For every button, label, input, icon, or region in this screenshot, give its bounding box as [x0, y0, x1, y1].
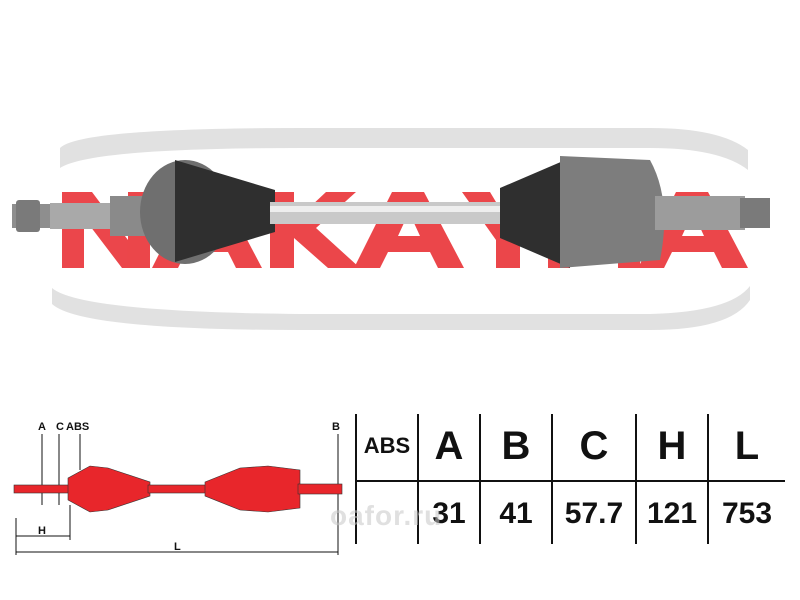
label-a: A [38, 421, 46, 433]
label-b: B [332, 421, 340, 433]
value-b: 41 [499, 497, 533, 530]
product-image [12, 128, 770, 330]
spec-table: ABS A B C H L 31 41 57.7 121 753 [355, 414, 785, 554]
value-c: 57.7 [564, 497, 624, 530]
dimension-diagram: A C ABS B H L [0, 410, 360, 590]
header-h: H [657, 424, 687, 468]
label-l: L [174, 541, 181, 553]
divider [635, 414, 637, 544]
logo-arcs [52, 128, 750, 330]
value-h: 121 [646, 497, 698, 530]
watermark: oafor.ru [330, 500, 443, 531]
value-l: 753 [721, 497, 773, 530]
header-l: L [734, 424, 760, 468]
drive-shaft [12, 156, 770, 268]
header-c: C [579, 424, 609, 468]
divider [417, 414, 419, 544]
divider [551, 414, 553, 544]
header-rule [355, 480, 785, 482]
shaft-silhouette [13, 465, 343, 513]
label-h: H [38, 525, 46, 537]
header-abs: ABS [363, 433, 411, 458]
header-a: A [434, 424, 464, 468]
divider [707, 414, 709, 544]
divider [355, 414, 357, 544]
value-a: 31 [432, 497, 466, 530]
header-b: B [501, 424, 531, 468]
label-c: C [56, 421, 64, 433]
label-abs: ABS [66, 421, 89, 433]
divider [479, 414, 481, 544]
